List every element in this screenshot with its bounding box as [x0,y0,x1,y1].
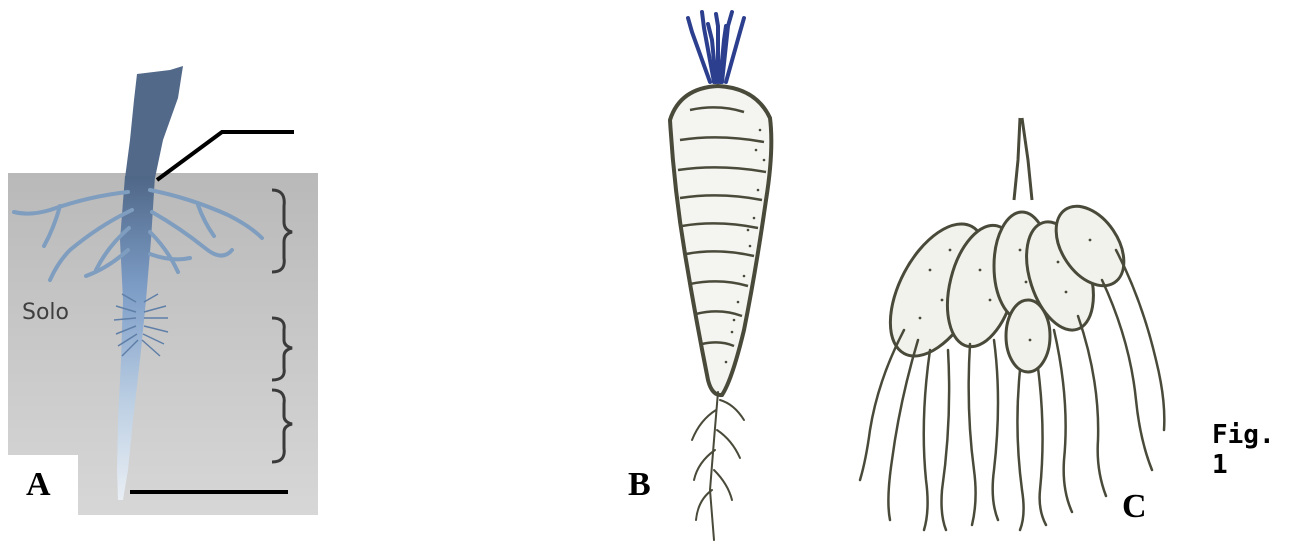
panel-a-letter: A [26,468,51,502]
root-sketches [330,0,1296,549]
stem [125,66,183,178]
tuber-stem [1014,118,1032,200]
carrot-rootlets [692,392,744,540]
panel-bc-root-sketches: B C [330,0,1296,549]
soil-label: Solo [22,300,69,325]
carrot-leaves [688,12,744,82]
panel-a-taproot-diagram: Solo A [0,0,330,549]
panel-c-letter: C [1122,490,1147,524]
figure-label: Fig. 1 [1212,420,1296,480]
carrot-root [670,86,771,395]
panel-b-letter: B [628,468,651,502]
tubers [871,194,1138,372]
label-pointer-collar [157,132,294,180]
